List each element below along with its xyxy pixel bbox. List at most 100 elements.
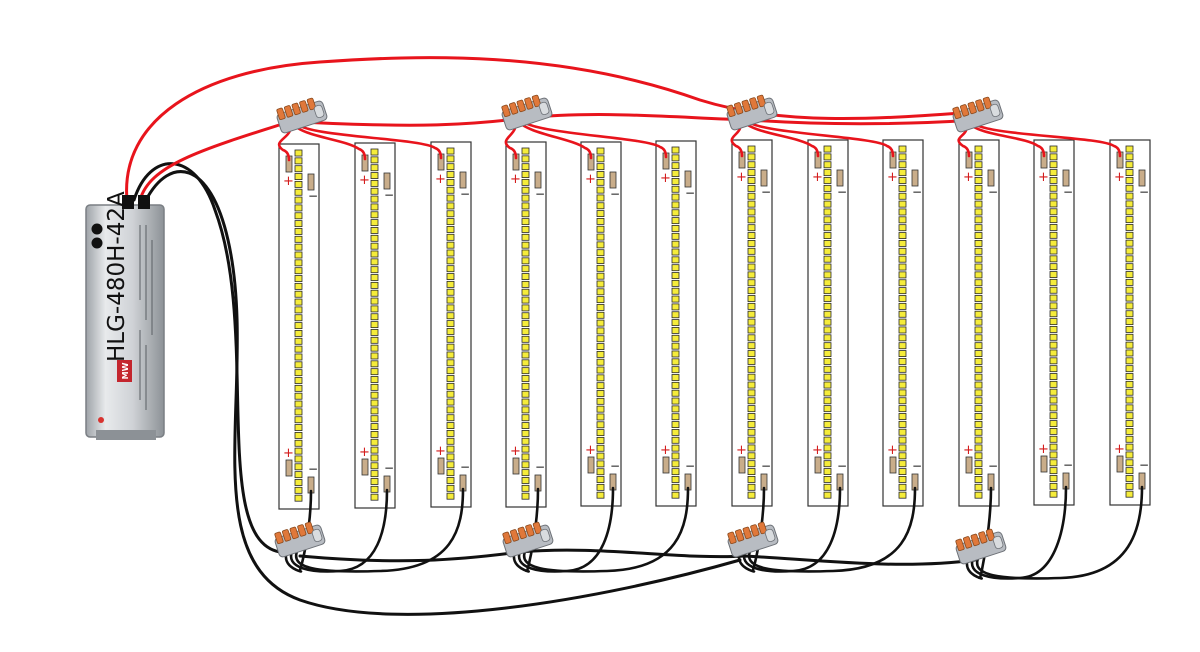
led-chip — [1049, 435, 1058, 443]
led-chip — [671, 185, 680, 193]
led-chip — [446, 453, 455, 461]
led-chip — [1125, 224, 1134, 231]
led-chip — [370, 289, 379, 297]
led-chip — [596, 225, 605, 233]
led-chip — [370, 187, 379, 195]
led-chip — [294, 494, 303, 502]
led-chip — [823, 192, 832, 200]
positive-drop-wire — [277, 121, 292, 162]
connector-lever — [525, 524, 535, 537]
led-chip — [294, 400, 303, 408]
led-driver: MW HLG-480H-42A — [85, 191, 165, 440]
connector-lever — [963, 536, 973, 549]
led-chip — [596, 186, 605, 194]
led-chip — [671, 405, 680, 413]
led-chip — [898, 184, 907, 192]
led-chip — [446, 484, 455, 492]
connector-end — [539, 528, 551, 542]
led-chip — [823, 216, 832, 224]
plus-sign-top: + — [1114, 170, 1125, 185]
led-chip — [596, 491, 605, 499]
led-chip — [1049, 388, 1058, 396]
led-chip — [747, 334, 756, 342]
pad-minus-top — [911, 169, 919, 187]
led-chip — [1049, 310, 1058, 318]
plus-sign-top: + — [283, 174, 294, 189]
led-chip — [370, 172, 379, 179]
led-chip — [370, 227, 379, 234]
led-chip — [294, 306, 303, 314]
led-chip — [521, 241, 530, 249]
led-chip — [294, 330, 303, 337]
minus-sign-top: − — [1139, 185, 1149, 199]
led-chip — [370, 313, 379, 321]
led-chip — [747, 208, 756, 216]
led-chip — [898, 271, 907, 279]
led-chip — [370, 250, 379, 258]
led-chip — [823, 318, 832, 326]
led-chip — [446, 194, 455, 202]
led-chip — [294, 408, 303, 416]
led-chip — [446, 382, 455, 390]
led-chip — [370, 462, 379, 470]
led-chip — [898, 255, 907, 263]
led-chip — [446, 249, 455, 257]
led-chip — [521, 414, 530, 422]
led-chip — [898, 483, 907, 491]
led-chip — [747, 357, 756, 365]
minus-sign-top: − — [1063, 185, 1073, 199]
led-chip — [898, 491, 907, 499]
led-chip — [294, 235, 303, 243]
led-chip — [823, 263, 832, 271]
pad-plus-bottom — [889, 456, 897, 474]
led-chip — [747, 216, 756, 224]
led-chip — [370, 415, 379, 423]
led-chip — [671, 177, 680, 185]
pad-plus-bottom — [1040, 455, 1048, 473]
plus-sign-bottom: + — [585, 443, 596, 458]
led-chip — [974, 145, 983, 153]
led-chip — [596, 350, 605, 358]
led-chip — [671, 483, 680, 491]
led-chip — [446, 375, 455, 382]
led-chip — [747, 239, 756, 247]
led-chip — [974, 460, 983, 468]
led-chip — [1049, 247, 1058, 255]
connector-lever — [742, 526, 752, 540]
led-chip — [671, 358, 680, 366]
led-chip — [596, 460, 605, 468]
led-chip — [823, 460, 832, 468]
led-chip — [294, 180, 303, 188]
led-chip — [1125, 349, 1134, 357]
led-chip — [974, 381, 983, 389]
led-chip — [898, 475, 907, 483]
led-chip — [823, 413, 832, 420]
led-chip — [596, 304, 605, 311]
led-chip — [898, 350, 907, 357]
led-chip — [446, 155, 455, 163]
led-chip — [974, 184, 983, 192]
led-chip — [974, 271, 983, 279]
pad-minus-top — [307, 173, 315, 191]
connector-end — [989, 103, 1001, 117]
led-chip — [294, 431, 303, 439]
led-chip — [596, 468, 605, 476]
led-chip — [596, 327, 605, 335]
led-chip — [521, 202, 530, 210]
positive-link-wire — [298, 113, 977, 127]
led-chip — [294, 361, 303, 369]
connector-lever — [750, 524, 760, 537]
positive-backbone-wire — [125, 56, 977, 202]
led-chip — [446, 288, 455, 296]
led-chip — [974, 475, 983, 483]
led-chip — [370, 305, 379, 313]
led-chip — [974, 483, 983, 491]
led-chip — [747, 444, 756, 452]
minus-sign-bottom: − — [1063, 458, 1073, 472]
led-chip — [671, 272, 680, 279]
led-chip — [974, 342, 983, 350]
led-chip — [823, 428, 832, 436]
led-chip — [823, 436, 832, 444]
led-chip — [898, 239, 907, 247]
connector-end — [763, 101, 775, 115]
